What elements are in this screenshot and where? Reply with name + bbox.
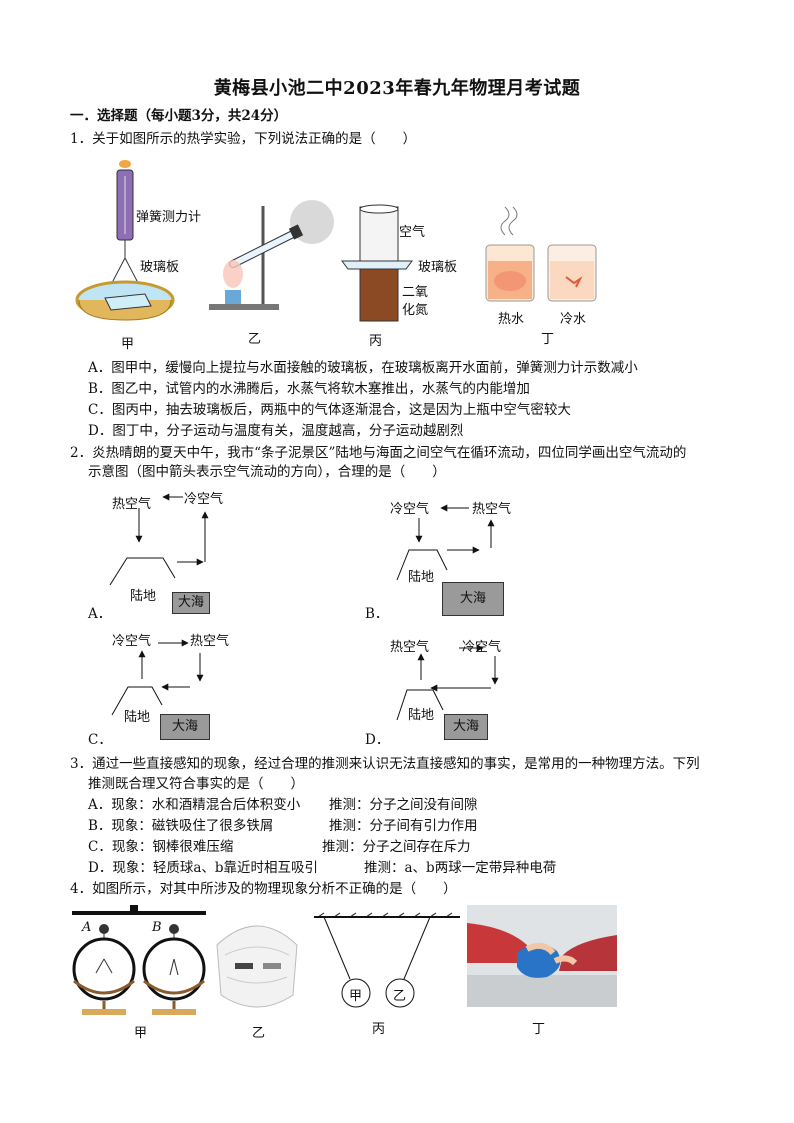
hot-cold-water-figure xyxy=(485,206,597,302)
figure-jia-label: 甲 xyxy=(121,337,135,352)
hanging-balls-figure xyxy=(314,912,460,1008)
air-label: 空气 xyxy=(399,225,426,240)
q3-option-d-phenomenon: D．现象：轻质球a、b靠近时相互吸引 xyxy=(88,860,319,876)
glass-plate-label: 玻璃板 xyxy=(140,260,180,275)
test-tube-experiment-figure xyxy=(209,200,334,310)
diagram-a-land: 陆地 xyxy=(130,589,157,604)
question-4-stem: 4．如图所示，对其中所涉及的物理现象分析不正确的是（ ） xyxy=(70,881,457,897)
q1-option-c: C．图丙中，抽去玻璃板后，两瓶中的气体逐渐混合，这是因为上瓶中空气密较大 xyxy=(88,402,571,418)
figure-yi-label: 乙 xyxy=(248,332,262,347)
diagram-c-sea: 大海 xyxy=(160,714,210,740)
diagram-b-arrows xyxy=(396,504,495,581)
question-2-stem-line2: 示意图（图中箭头表示空气流动的方向），合理的是（ ） xyxy=(88,464,446,480)
q3-option-a-phenomenon: A．现象：水和酒精混合后体积变小 xyxy=(88,797,301,813)
ball-jia-label: 甲 xyxy=(349,989,363,1004)
diagram-b-left-air: 冷空气 xyxy=(390,502,430,517)
wiping-photo-figure xyxy=(467,905,617,1007)
figure-bing-label: 丙 xyxy=(369,334,383,349)
diagram-d-left-air: 热空气 xyxy=(390,640,430,655)
diagram-a-letter: A． xyxy=(88,606,112,622)
q3-option-a-inference: 推测：分子之间没有间隙 xyxy=(329,797,478,813)
q3-option-b-inference: 推测：分子间有引力作用 xyxy=(329,818,478,834)
q3-option-b-phenomenon: B．现象：磁铁吸住了很多铁屑 xyxy=(88,818,274,834)
q3-option-c-phenomenon: C．现象：钢棒很难压缩 xyxy=(88,839,234,855)
electroscope-a-label: A xyxy=(82,920,92,935)
q4-figure-yi-label: 乙 xyxy=(252,1026,266,1041)
diagram-a-sea: 大海 xyxy=(172,592,210,614)
diagram-c-arrows xyxy=(111,639,204,716)
gas-diffusion-figure xyxy=(341,204,413,322)
diagram-d-land: 陆地 xyxy=(408,708,435,723)
spring-scale-experiment-figure xyxy=(75,160,175,321)
spring-scale-label: 弹簧测力计 xyxy=(136,210,202,225)
page-title: 黄梅县小池二中2023年春九年物理月考试题 xyxy=(213,78,581,99)
diagram-a-right-air: 冷空气 xyxy=(184,492,224,507)
q1-option-a: A．图甲中，缓慢向上提拉与水面接触的玻璃板，在玻璃板离开水面前，弹簧测力计示数减… xyxy=(88,360,638,376)
section-heading: 一．选择题（每小题3分，共24分） xyxy=(70,108,288,124)
diagram-d-letter: D． xyxy=(365,732,390,748)
q4-figure-jia-label: 甲 xyxy=(134,1026,148,1041)
q1-option-d: D．图丁中，分子运动与温度有关，温度越高，分子运动越剧烈 xyxy=(88,423,464,439)
question-2-stem-line1: 2．炎热晴朗的夏天中午，我市“条子泥景区”陆地与海面之间空气在循环流动，四位同学… xyxy=(70,445,687,461)
question-3-stem-line1: 3．通过一些直接感知的现象，经过合理的推测来认识无法直接感知的事实，是常用的一种… xyxy=(70,756,700,772)
no2-label-line1: 二氧 xyxy=(402,285,429,300)
ball-yi-label: 乙 xyxy=(393,989,407,1004)
diagram-a-arrows xyxy=(109,493,209,586)
diagram-c-right-air: 热空气 xyxy=(190,634,230,649)
q4-figure-bing-label: 丙 xyxy=(372,1022,386,1037)
electroscope-figure xyxy=(72,905,206,1015)
figure-ding-label: 丁 xyxy=(541,332,555,347)
question-1-stem: 1．关于如图所示的热学实验，下列说法正确的是（ ） xyxy=(70,131,417,147)
diagram-c-left-air: 冷空气 xyxy=(112,634,152,649)
glass-plate-label-2: 玻璃板 xyxy=(418,260,458,275)
question-3-stem-line2: 推测既合理又符合事实的是（ ） xyxy=(88,776,304,792)
no2-label-line2: 化氮 xyxy=(402,303,429,318)
q1-option-b: B．图乙中，试管内的水沸腾后，水蒸气将软木塞推出，水蒸气的内能增加 xyxy=(88,381,530,397)
diagram-c-letter: C． xyxy=(88,732,112,748)
diagram-c-land: 陆地 xyxy=(124,710,151,725)
diagram-d-arrows xyxy=(396,644,499,721)
q3-option-d-inference: 推测：a、b两球一定带异种电荷 xyxy=(364,860,557,876)
q3-option-c-inference: 推测：分子之间存在斥力 xyxy=(322,839,471,855)
diagram-b-letter: B． xyxy=(365,606,389,622)
diagram-a-left-air: 热空气 xyxy=(112,497,152,512)
diagram-d-sea: 大海 xyxy=(444,714,488,740)
mask-figure xyxy=(216,925,298,1008)
electroscope-b-label: B xyxy=(152,920,162,935)
q4-figure-ding-label: 丁 xyxy=(532,1022,546,1037)
cold-water-label: 冷水 xyxy=(560,312,587,327)
diagram-b-sea: 大海 xyxy=(442,582,504,616)
diagram-b-right-air: 热空气 xyxy=(472,502,512,517)
hot-water-label: 热水 xyxy=(498,312,525,327)
diagram-b-land: 陆地 xyxy=(408,570,435,585)
